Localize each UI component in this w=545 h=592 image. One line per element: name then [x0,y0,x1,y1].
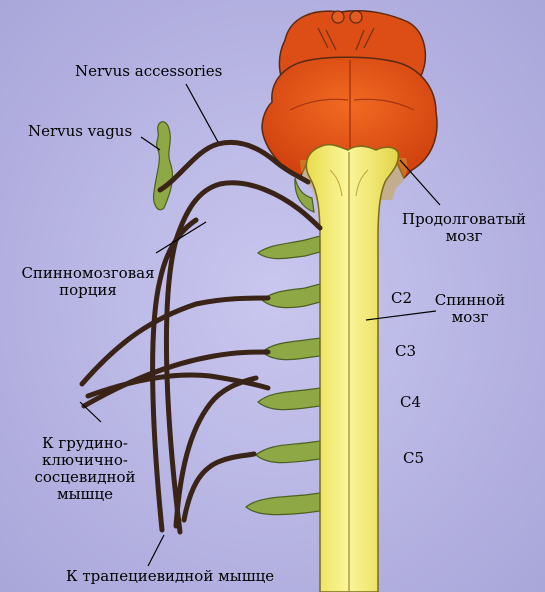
spinal-cord [305,143,400,592]
spinal-cord-label: Спинной мозг [434,291,506,326]
c2-label: C2 [391,289,413,307]
trapezius-label: К трапециевидной мышце [66,567,275,585]
accessory-nerve [79,139,323,535]
vagus-nerve [153,121,174,211]
c3-label: C3 [395,342,417,360]
c4-label: C4 [400,393,422,411]
scm-label: К грудино- ключично- сосцевидной мышце [34,434,136,503]
c5-label: C5 [403,449,425,467]
medulla-label: Продолговатый мозг [401,210,527,245]
accessory-nerve-label: Nervus accessories [75,62,223,80]
leader-lines [79,83,441,567]
vagus-nerve-label: Nervus vagus [28,122,133,140]
spinal-portion-label: Спинномозговая порция [21,264,155,299]
